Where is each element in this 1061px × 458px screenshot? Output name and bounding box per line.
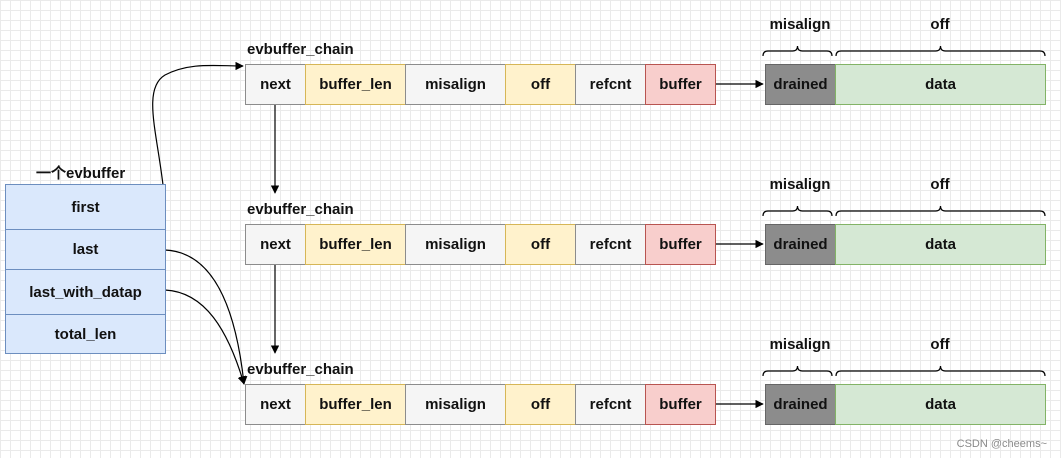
chain-3-buffer-data: data bbox=[835, 384, 1046, 425]
chain-3-field-next: next bbox=[245, 384, 306, 425]
chain-2-field-next: next bbox=[245, 224, 306, 265]
evbuffer-field-last-with-datap: last_with_datap bbox=[5, 269, 166, 315]
chain-1-title: evbuffer_chain bbox=[247, 41, 354, 58]
chain-2-off-brace bbox=[835, 205, 1046, 217]
chain-2-buffer-drained: drained bbox=[765, 224, 836, 265]
chain-2-title: evbuffer_chain bbox=[247, 201, 354, 218]
chain-1-off-brace bbox=[835, 45, 1046, 57]
chain-2-field-refcnt: refcnt bbox=[575, 224, 646, 265]
chain-2-buffer-data: data bbox=[835, 224, 1046, 265]
chain-2-field-misalign: misalign bbox=[405, 224, 506, 265]
chain-1-field-off: off bbox=[505, 64, 576, 105]
chain-3-off-brace bbox=[835, 365, 1046, 377]
chain-3-misalign-brace bbox=[762, 365, 833, 377]
arrow-last-with-datap-to-chain-3 bbox=[164, 289, 246, 385]
evbuffer-field-total-len: total_len bbox=[5, 314, 166, 354]
chain-3-field-refcnt: refcnt bbox=[575, 384, 646, 425]
watermark: CSDN @cheems~ bbox=[956, 438, 1047, 450]
chain-3-buffer-drained: drained bbox=[765, 384, 836, 425]
chain-1-misalign-brace bbox=[762, 45, 833, 57]
evbuffer-field-last: last bbox=[5, 229, 166, 270]
chain-1-buffer-drained: drained bbox=[765, 64, 836, 105]
chain-3-field-buffer: buffer bbox=[645, 384, 716, 425]
chain-1-field-refcnt: refcnt bbox=[575, 64, 646, 105]
chain-2-misalign-brace bbox=[762, 205, 833, 217]
evbuffer-field-first: first bbox=[5, 184, 166, 230]
chain-3-title: evbuffer_chain bbox=[247, 361, 354, 378]
chain-2-misalign-brace-label: misalign bbox=[769, 176, 831, 193]
chain-3-field-buffer-len: buffer_len bbox=[305, 384, 406, 425]
arrow-first-to-chain-1 bbox=[152, 61, 244, 205]
chain-3-off-brace-label: off bbox=[930, 336, 950, 353]
chain-1-field-buffer-len: buffer_len bbox=[305, 64, 406, 105]
chain-3-field-misalign: misalign bbox=[405, 384, 506, 425]
chain-1-misalign-brace-label: misalign bbox=[769, 16, 831, 33]
chain-1-field-buffer: buffer bbox=[645, 64, 716, 105]
chain-1-field-misalign: misalign bbox=[405, 64, 506, 105]
evbuffer-title: 一个evbuffer bbox=[36, 165, 126, 182]
chain-1-field-next: next bbox=[245, 64, 306, 105]
chain-3-field-off: off bbox=[505, 384, 576, 425]
chain-2-field-buffer: buffer bbox=[645, 224, 716, 265]
chain-3-misalign-brace-label: misalign bbox=[769, 336, 831, 353]
chain-2-field-buffer-len: buffer_len bbox=[305, 224, 406, 265]
chain-2-off-brace-label: off bbox=[930, 176, 950, 193]
arrow-last-to-chain-3 bbox=[164, 249, 248, 385]
chain-1-off-brace-label: off bbox=[930, 16, 950, 33]
chain-1-buffer-data: data bbox=[835, 64, 1046, 105]
chain-2-field-off: off bbox=[505, 224, 576, 265]
